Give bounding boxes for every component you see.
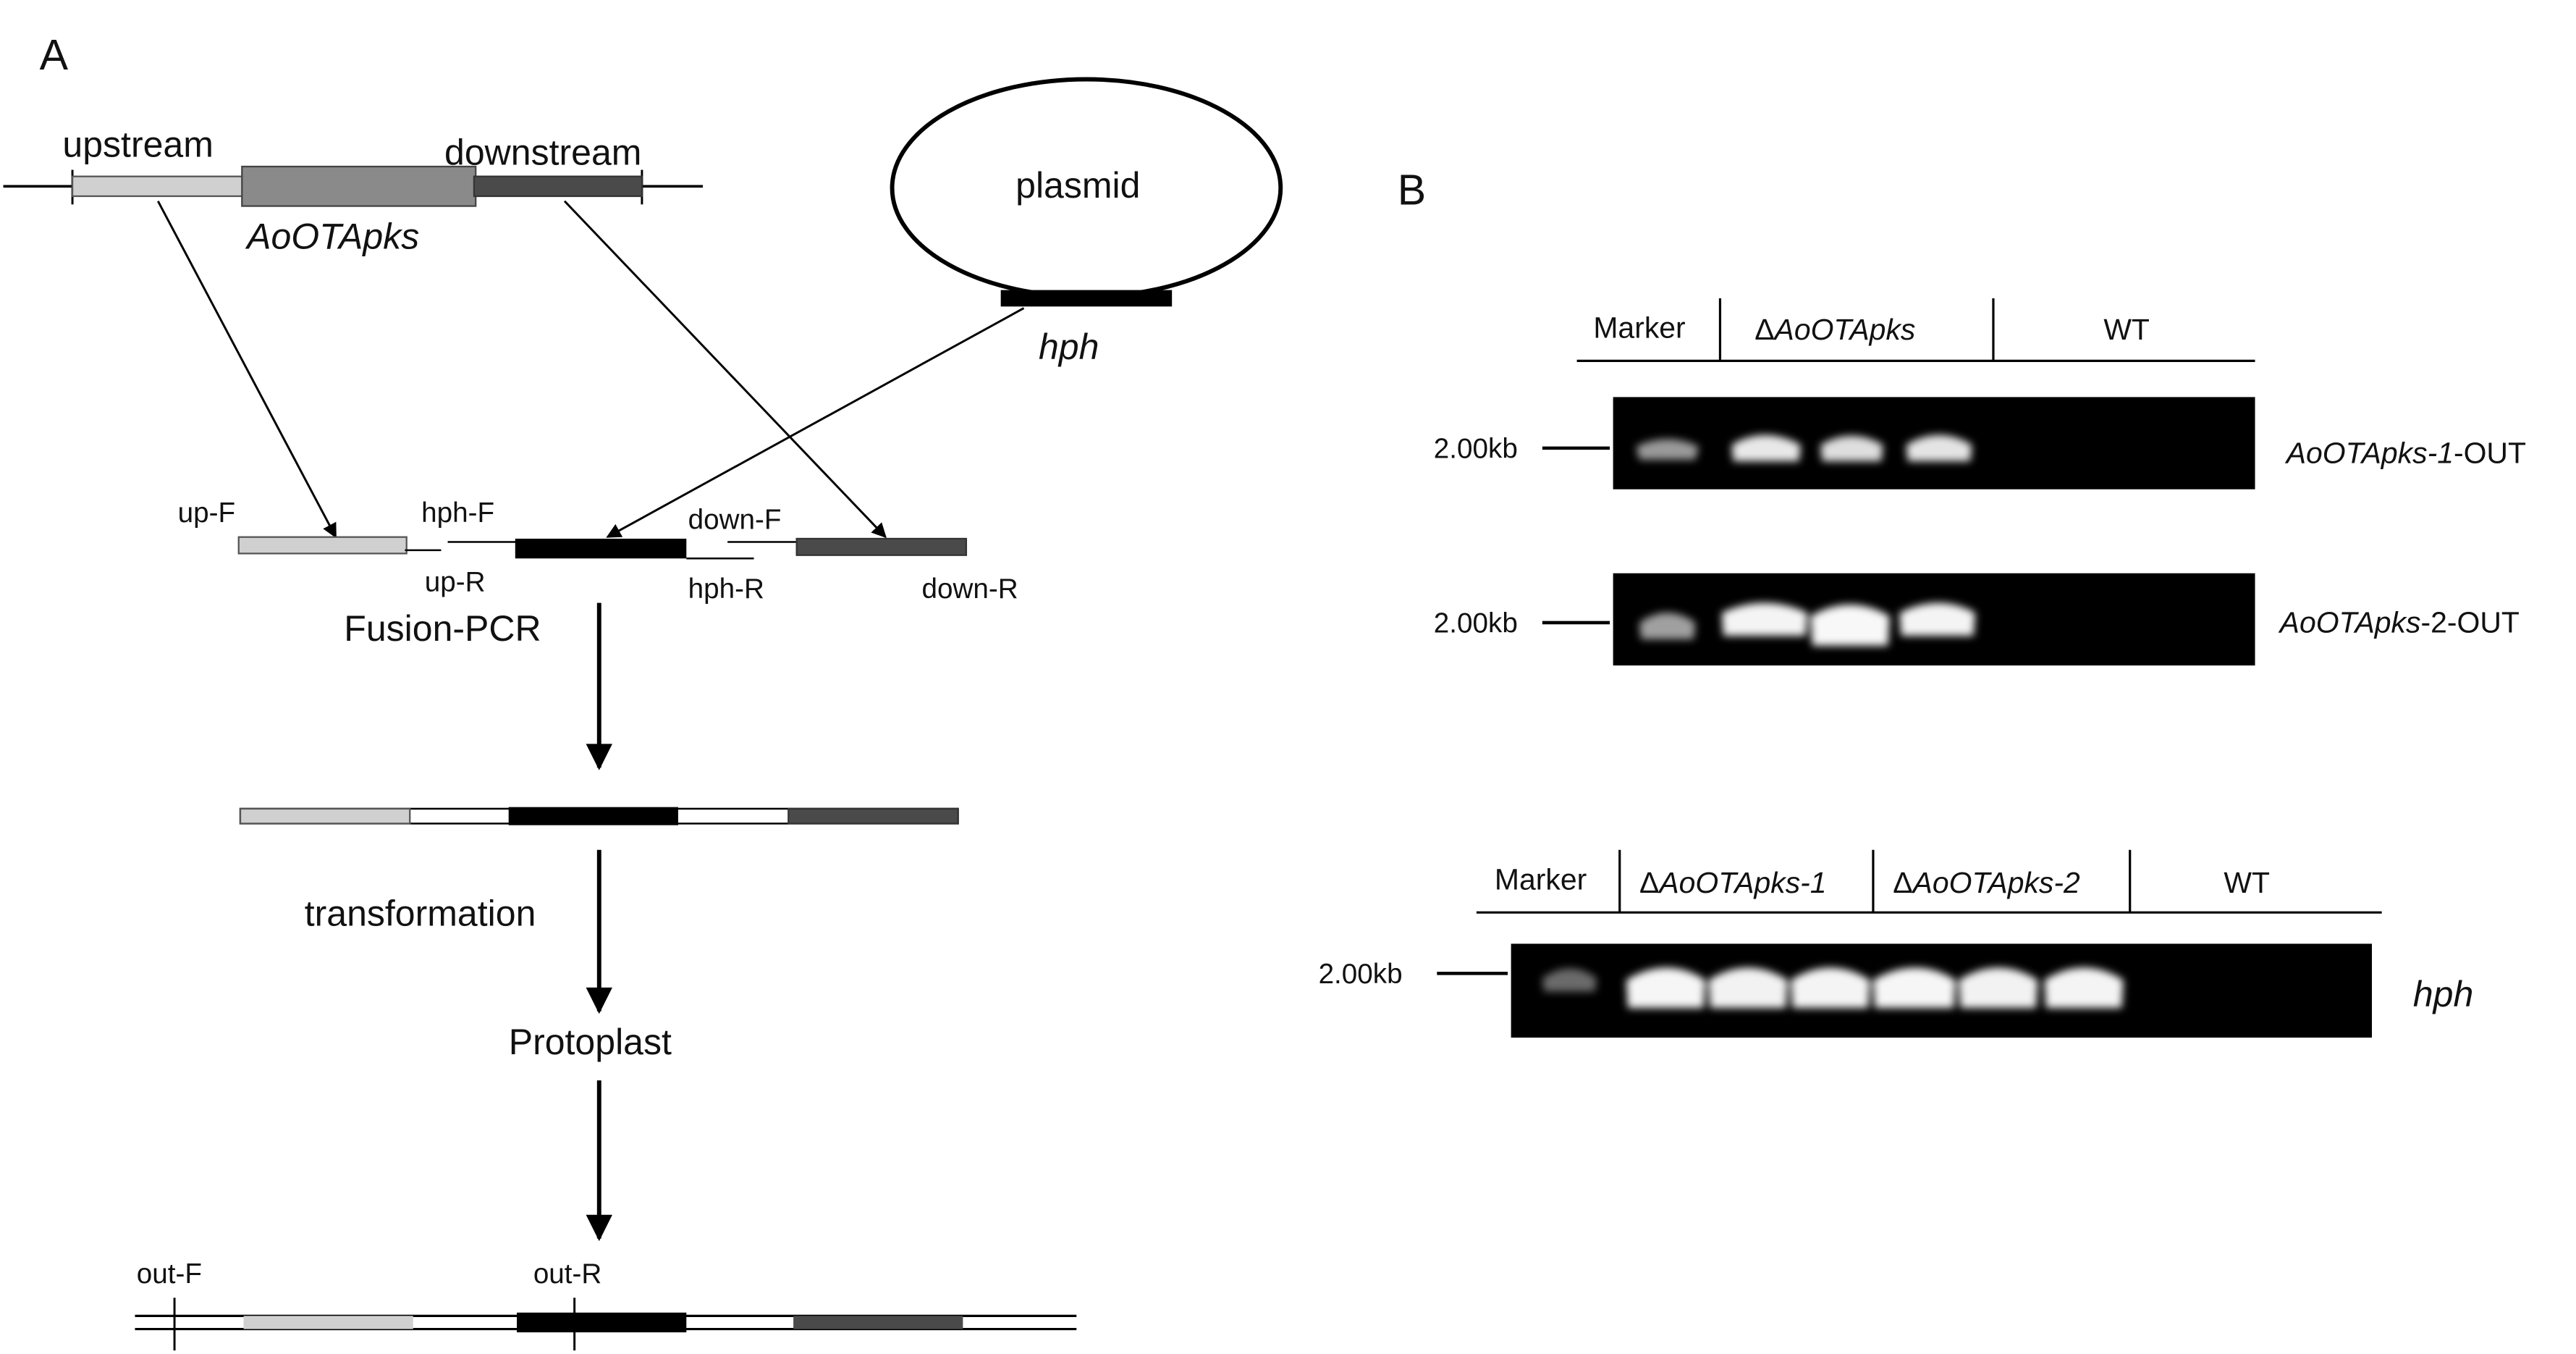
template-arrows [157,200,1025,539]
gel1-bottom-size: 2.00kb [1434,608,1518,639]
gel1-mutant-name: AoOTApks [1773,313,1916,346]
fusion-up-segment [239,807,411,825]
primer-up-r: up-R [425,567,486,598]
aootapks-gene-box [241,165,477,207]
step-fusion-pcr: Fusion-PCR [344,608,541,649]
primer-down-r: down-R [922,573,1018,605]
primer-down-f: down-F [688,504,782,535]
step-transformation: transformation [305,893,536,933]
gel2-lane-wt: WT [2224,866,2270,899]
panel-b-label: B [1398,165,1426,214]
gel1-header: Marker ΔAoOTApks WT [1576,298,2255,362]
arrow-hph-to-hph-fragment [606,307,1025,538]
gel2-band-marker [1542,968,1597,992]
down-fragment [795,537,968,556]
step-protoplast: Protoplast [509,1022,672,1062]
up-fragment [237,536,407,555]
gel2-size: 2.00kb [1319,959,1403,990]
gel2-lane-mutant1: ΔAoOTApks-1 [1639,866,1827,899]
downstream-fragment [473,175,643,198]
gel2-band-lane2 [1626,967,1705,1009]
primer-up-f: up-F [178,497,235,529]
gel1-top-row-italic: AoOTApks-1 [2284,436,2454,469]
gel1-bottom-row-italic: AoOTApks [2278,606,2421,639]
gel1-top: 2.00kb AoOTApks-1-OUT [1434,397,2526,489]
gel1-bottom-row-plain: -OUT [2447,606,2520,639]
panel-a: A upstream downstream AoOTApks plasmid h… [3,30,1283,1351]
plasmid-label: plasmid [1015,165,1140,206]
gel1-top-band-marker [1636,439,1699,460]
fusion-hph-segment [508,807,678,825]
gel1-bottom-row-label: AoOTApks-2-OUT [2278,606,2520,639]
gel1-bottom: 2.00kb AoOTApks-2-OUT [1434,573,2520,666]
recombinant-locus: out-F out-R [135,1258,1077,1351]
gel2-row-label: hph [2413,974,2473,1014]
gel1-bottom-row-mid: -2 [2420,606,2446,639]
fusion-product [239,807,959,825]
gel2: 2.00kb hph [1319,943,2473,1038]
primer-out-f: out-F [137,1258,202,1290]
gel1-delta: Δ [1754,313,1774,346]
panel-b: B Marker ΔAoOTApks WT 2.00kb AoOTApks-1-… [1319,165,2526,1038]
gel1-lane-marker: Marker [1593,311,1685,345]
gel2-band-lane3 [1708,967,1788,1009]
gel1-lane-wt: WT [2103,313,2150,346]
panel-a-label: A [40,30,69,79]
gel2-band-lane5 [1872,967,1956,1009]
fusion-down-segment [787,807,959,825]
gel1-bottom-band-lane2 [1721,602,1807,636]
gel2-band-lane4 [1791,967,1870,1009]
gel1-top-row-label: AoOTApks-1-OUT [2284,436,2526,469]
gel2-lane-mutant2: ΔAoOTApks-2 [1893,866,2080,899]
gel1-top-band-lane4 [1906,434,1972,462]
gel2-band-lane6 [1959,967,2038,1009]
gel1-lane-mutant: ΔAoOTApks [1754,313,1915,346]
primer-hph-f: hph-F [421,497,494,529]
gel2-delta1: Δ [1639,866,1659,899]
upstream-fragment [71,175,245,198]
gel1-top-size: 2.00kb [1434,434,1518,465]
gel2-mutant1-name: AoOTApks-1 [1657,866,1826,899]
gel1-bottom-band-lane4 [1899,602,1975,636]
plasmid-hph-label: hph [1039,327,1099,367]
gel1-bottom-band-marker [1639,613,1696,639]
upstream-label: upstream [62,124,213,164]
gel2-band-lane7 [2044,967,2124,1009]
gel2-header: Marker ΔAoOTApks-1 ΔAoOTApks-2 WT [1476,849,2382,914]
primer-hph-r: hph-R [688,573,764,605]
genomic-locus: upstream downstream AoOTApks [3,124,704,257]
hph-fragment [515,538,687,559]
recombinant-up-segment [243,1316,413,1329]
arrow-downstream-to-down-fragment [563,200,887,539]
downstream-label: downstream [444,133,641,173]
gel2-mutant2-name: AoOTApks-2 [1911,866,2080,899]
plasmid: plasmid hph [890,77,1283,367]
gel1-top-band-lane2 [1731,434,1801,462]
plasmid-hph-cassette [1000,290,1173,307]
recombinant-down-segment [793,1316,963,1329]
gel2-delta2: Δ [1893,866,1912,899]
pcr-fragments: up-F up-R hph-F hph-R down-F down-R [178,497,1018,605]
recombinant-hph-segment [517,1312,687,1333]
arrow-upstream-to-up-fragment [157,201,337,539]
gel2-lane-marker: Marker [1495,862,1587,896]
gene-label: AoOTApks [245,216,419,257]
primer-out-r: out-R [533,1258,602,1290]
gel1-top-row-plain: -OUT [2454,436,2526,469]
gel1-bottom-band-lane3 [1810,604,1890,646]
gel1-top-band-lane3 [1820,435,1883,462]
